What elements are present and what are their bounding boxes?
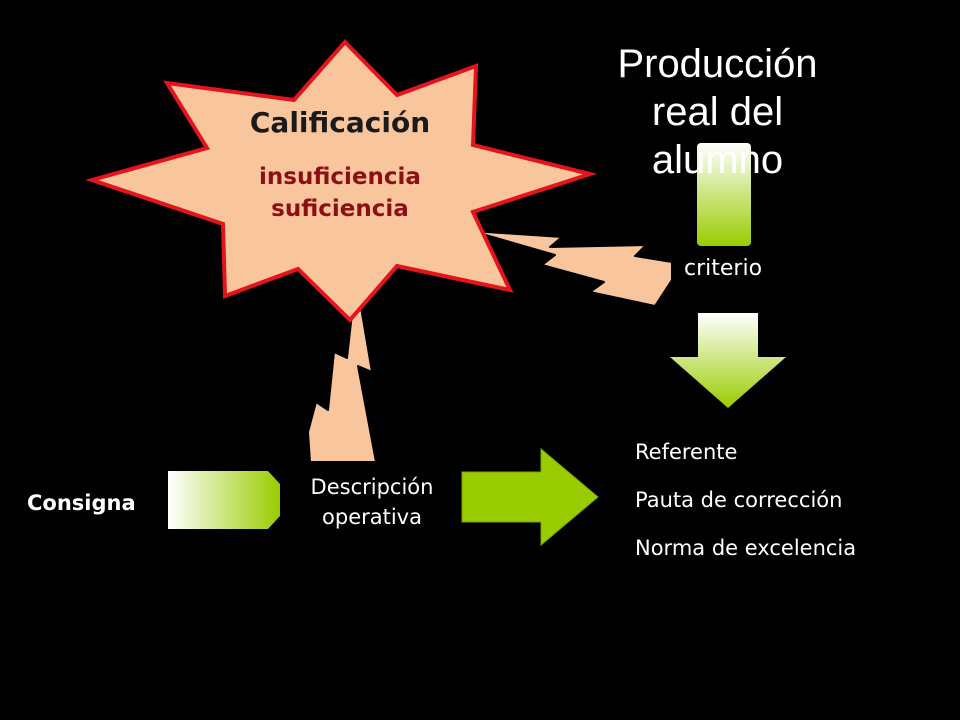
down-arrow-icon <box>670 313 786 408</box>
descripcion-line-2: operativa <box>322 505 422 529</box>
produccion-title: Producción real del alumno <box>600 40 835 184</box>
right-arrow-icon <box>461 447 599 547</box>
norma-excelencia-item: Norma de excelencia <box>635 536 857 560</box>
produccion-line-2: real del <box>651 90 784 134</box>
pauta-correccion-item: Pauta de corrección <box>635 488 843 512</box>
descripcion-operativa-label: Descripción operativa <box>283 472 461 532</box>
calificacion-title: Calificación <box>249 106 431 139</box>
lightning-bolt-descripcion-to-calificacion <box>307 277 377 463</box>
lightning-bolt-criterio-to-calificacion <box>471 230 673 307</box>
produccion-line-1: Producción <box>617 42 818 86</box>
calificacion-star-shape <box>85 39 598 323</box>
referente-item: Referente <box>635 440 738 464</box>
consigna-label: Consigna <box>27 491 136 515</box>
descripcion-line-1: Descripción <box>310 475 434 499</box>
calificacion-suficiencia: suficiencia <box>271 196 409 222</box>
consigna-gradient-block <box>168 471 280 529</box>
produccion-gradient-block <box>697 143 751 246</box>
produccion-line-3: alumno <box>651 138 784 182</box>
criterio-label: criterio <box>684 256 763 281</box>
calificacion-insuficiencia: insuficiencia <box>259 164 421 190</box>
